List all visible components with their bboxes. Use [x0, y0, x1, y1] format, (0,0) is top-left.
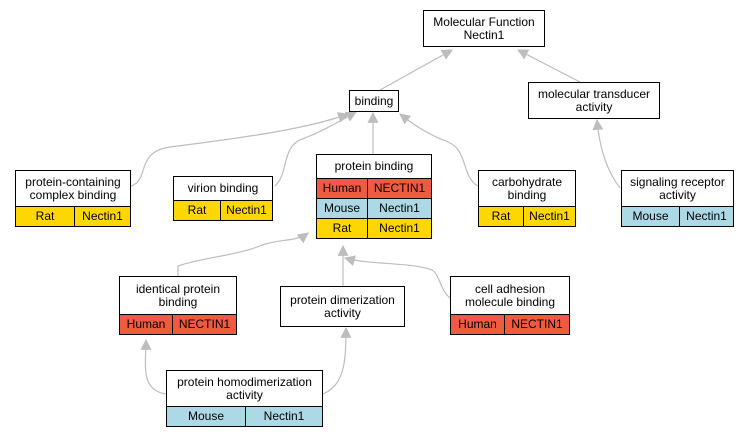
species-cell: Mouse — [632, 209, 669, 223]
gene-cell: Nectin1 — [74, 207, 130, 226]
gene-cell: NECTIN1 — [172, 315, 236, 334]
edge-signaling-to-transducer — [592, 118, 621, 189]
gene-cell: Nectin1 — [245, 407, 322, 426]
annotation-row: Rat Nectin1 — [16, 206, 130, 226]
species-cell: Human — [126, 317, 166, 331]
species-cell: Mouse — [323, 201, 361, 215]
annotation-row: Human NECTIN1 — [317, 178, 431, 198]
node-binding: binding — [349, 90, 399, 112]
annotation-row: Human NECTIN1 — [120, 314, 236, 334]
node-label: carbohydrate binding — [491, 174, 563, 202]
node-label: protein binding — [334, 159, 414, 173]
node-label: signaling receptor activity — [630, 174, 725, 202]
gene-cell: Nectin1 — [523, 207, 575, 226]
edge-identical-to-protein-binding — [177, 232, 309, 276]
species-cell: Rat — [491, 209, 511, 223]
node-dimerization: protein dimerization activity — [280, 286, 405, 327]
species-cell: Human — [322, 181, 362, 195]
annotation-row: Mouse Nectin1 — [317, 198, 431, 218]
annotation-row: Human NECTIN1 — [451, 314, 569, 334]
gene-cell: Nectin1 — [220, 201, 272, 220]
edge-protein-complex-to-binding — [130, 112, 350, 187]
node-root: Molecular Function Nectin1 — [423, 10, 545, 47]
gene-cell: Nectin1 — [367, 219, 431, 238]
node-label: molecular transducer activity — [537, 86, 651, 114]
node-label: protein-containing complex binding — [25, 174, 121, 202]
edge-binding-to-root — [379, 49, 453, 91]
gene-cell: NECTIN1 — [504, 315, 569, 334]
species-cell: Human — [458, 317, 497, 331]
node-label: Molecular Function Nectin1 — [433, 14, 535, 42]
annotation-row: Rat Nectin1 — [317, 218, 431, 238]
species-cell: Rat — [187, 203, 207, 217]
edge-homodimerization-to-identical — [140, 338, 167, 395]
edge-virion-to-binding — [274, 111, 357, 187]
node-transducer: molecular transducer activity — [528, 82, 660, 119]
annotation-row: Rat Nectin1 — [479, 206, 575, 226]
node-label: binding — [354, 93, 394, 108]
annotation-row: Rat Nectin1 — [174, 200, 272, 220]
node-label: virion binding — [187, 181, 259, 195]
edge-cell-adhesion-to-protein-binding — [343, 255, 451, 299]
gene-cell: Nectin1 — [679, 207, 733, 226]
annotation-row: Mouse Nectin1 — [167, 406, 322, 426]
species-cell: Rat — [35, 209, 55, 223]
annotation-row: Mouse Nectin1 — [622, 206, 733, 226]
edge-carbohydrate-to-binding — [399, 113, 479, 187]
node-label: cell adhesion molecule binding — [464, 281, 556, 309]
node-label: protein homodimerization activity — [177, 374, 312, 402]
node-label: identical protein binding — [135, 281, 221, 309]
edge-homodimerization-to-dimerization — [322, 326, 352, 395]
species-cell: Rat — [332, 221, 352, 235]
gene-cell: Nectin1 — [367, 199, 431, 218]
edge-transducer-to-root — [517, 49, 581, 83]
node-label: protein dimerization activity — [290, 292, 395, 320]
species-cell: Mouse — [187, 409, 225, 423]
gene-cell: NECTIN1 — [367, 179, 431, 198]
